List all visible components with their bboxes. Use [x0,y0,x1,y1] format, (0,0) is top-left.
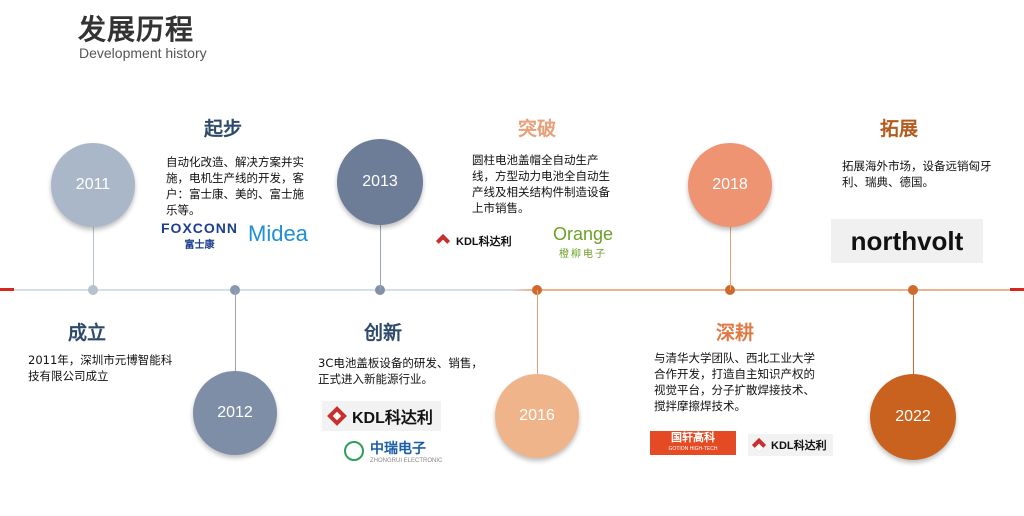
timeline-line [14,289,1010,291]
stage-title-2013: 创新 [364,322,403,344]
connector-2012 [235,290,236,372]
stage-desc-2022: 拓展海外市场，设备远销匈牙利、瑞典、德国。 [842,159,992,189]
timeline-dot-2013 [375,285,385,295]
stage-desc-2018: 与清华大学团队、西北工业大学合作开发，打造自主知识产权的视觉平台，分子扩散焊接技… [654,351,815,413]
zhongrui-mark-icon [344,441,364,461]
stage-title-2011: 成立 [68,322,107,344]
foxconn-logo-sub: 富士康 [184,240,215,251]
kdl-logo: KDL科达利 [322,401,441,431]
year-circle-2013: 2013 [337,139,423,225]
kdl-mark-icon [435,233,451,249]
zhongrui-logo: 中瑞电子 ZHONGRUI ELECTRONIC [344,438,442,464]
gotion-logo: 国轩高科 GOTION HIGH-TECH [650,431,736,455]
connector-2013 [380,222,381,290]
connector-2018 [730,226,731,290]
timeline-dot-2018 [725,285,735,295]
foxconn-logo-text: FOXCONN [161,220,238,236]
midea-logo: Midea [248,221,308,246]
timeline-edge-left [0,288,14,291]
stage-title-2012: 起步 [204,118,243,140]
year-circle-2016: 2016 [495,374,579,458]
stage-title-2016: 突破 [518,118,557,140]
year-circle-2018: 2018 [688,143,772,227]
northvolt-logo: northvolt [831,219,983,263]
gotion-logo-text: 国轩高科 [671,432,715,444]
kdl-logo-2016: KDL科达利 [435,233,512,249]
gotion-logo-sub: GOTION HIGH-TECH [668,446,718,452]
zhongrui-logo-sub: ZHONGRUI ELECTRONIC [370,458,443,464]
connector-2016 [537,290,538,376]
page-subtitle: Development history [79,45,207,61]
stage-title-2018: 深耕 [716,322,755,344]
foxconn-logo: FOXCONN 富士康 [161,220,238,251]
year-circle-2012: 2012 [193,371,277,455]
orange-logo-sub: 橙柳电子 [559,249,608,260]
kdl-logo-text: KDL科达利 [771,440,827,452]
timeline-dot-2011 [88,285,98,295]
connector-2011 [93,226,94,290]
connector-2022 [913,290,914,376]
stage-desc-2013: 3C电池盖板设备的研发、销售，正式进入新能源行业。 [318,356,483,386]
stage-title-2022: 拓展 [880,118,919,140]
page-title: 发展历程 [78,13,195,46]
kdl-logo-text: KDL科达利 [456,236,512,248]
orange-logo: Orange 橙柳电子 [553,224,613,260]
timeline-edge-right [1010,288,1024,291]
kdl-logo-2018: KDL科达利 [748,434,833,456]
kdl-logo-text: KDL科达利 [352,410,433,427]
zhongrui-logo-text: 中瑞电子 [370,440,426,456]
year-circle-2022: 2022 [870,374,956,460]
year-circle-2011: 2011 [51,143,135,227]
orange-logo-text: Orange [553,224,614,244]
stage-desc-2016: 圆柱电池盖帽全自动生产线，方型动力电池全自动生产线及相关结构件制造设备上市销售。 [472,153,610,215]
kdl-mark-icon [751,437,767,453]
stage-desc-2011: 2011年，深圳市元博智能科技有限公司成立 [28,353,173,383]
stage-desc-2012: 自动化改造、解决方案并实施，电机生产线的开发，客户：富士康、美的、富士施乐等。 [166,155,304,217]
kdl-mark-icon [327,406,347,426]
